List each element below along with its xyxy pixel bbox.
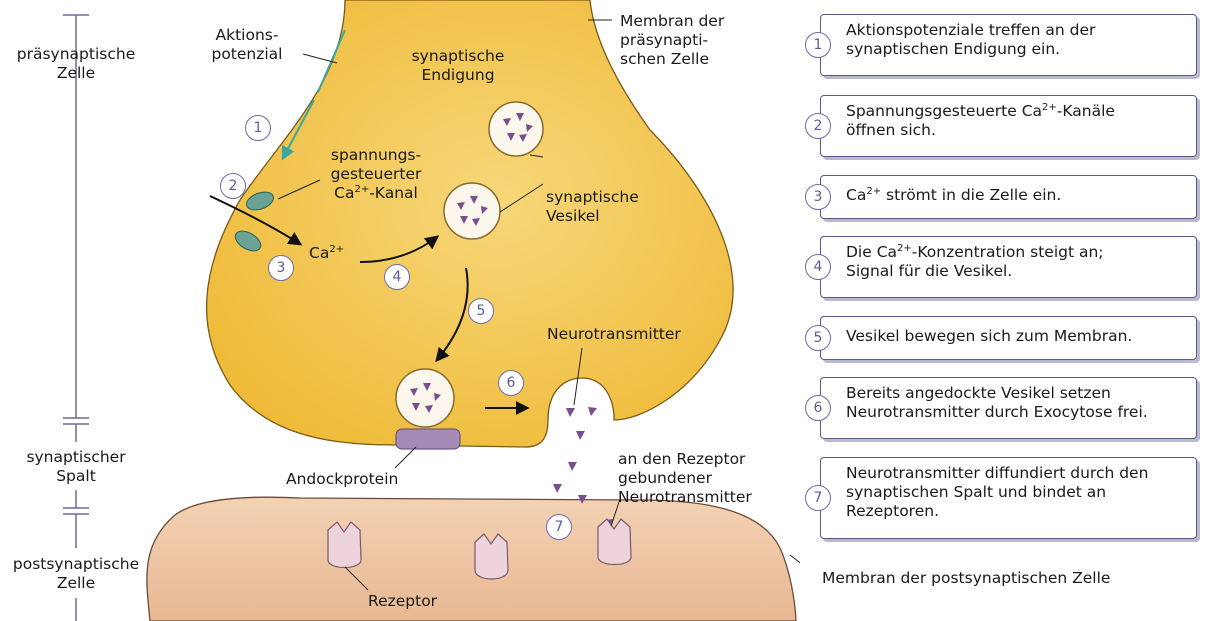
diagram-step-1: 1 bbox=[245, 115, 271, 141]
receptor-label: Rezeptor bbox=[368, 592, 437, 611]
postsynaptic-membrane-label: Membran der postsynaptischen Zelle bbox=[822, 569, 1110, 588]
diagram-step-4: 4 bbox=[384, 264, 410, 290]
calcium-ion-label: Ca2+ bbox=[309, 244, 344, 263]
step-text: Spannungsgesteuerte Ca2+-Kanäle öffnen s… bbox=[846, 102, 1188, 140]
neurotransmitter-label: Neurotransmitter bbox=[547, 325, 681, 344]
step-text: Die Ca2+-Konzentration steigt an; Signal… bbox=[846, 243, 1188, 281]
synaptic-vesicle-middle bbox=[444, 183, 500, 239]
docked-vesicle bbox=[396, 369, 454, 427]
step-box-4: 4 Die Ca2+-Konzentration steigt an; Sign… bbox=[820, 236, 1197, 298]
step-number: 6 bbox=[805, 395, 831, 421]
diagram-step-7: 7 bbox=[546, 514, 572, 540]
step-number: 1 bbox=[805, 32, 831, 58]
step-number: 3 bbox=[805, 184, 831, 210]
step-number: 7 bbox=[805, 485, 831, 511]
docking-protein bbox=[396, 429, 460, 449]
step-number: 2 bbox=[805, 113, 831, 139]
synapse-diagram bbox=[0, 0, 800, 621]
diagram-step-3: 3 bbox=[268, 255, 294, 281]
step-box-2: 2 Spannungsgesteuerte Ca2+-Kanäle öffnen… bbox=[820, 95, 1197, 157]
postsynaptic-cell bbox=[147, 497, 796, 621]
calcium-channel-label: spannungs- gesteuerter Ca2+-Kanal bbox=[316, 146, 436, 203]
synaptic-vesicle-top bbox=[489, 102, 543, 156]
step-number: 5 bbox=[805, 325, 831, 351]
step-box-3: 3 Ca2+ strömt in die Zelle ein. bbox=[820, 175, 1197, 219]
step-box-5: 5 Vesikel bewegen sich zum Membran. bbox=[820, 316, 1197, 360]
region-scale-bar bbox=[63, 15, 89, 621]
action-potential-label: Aktions-potenzial bbox=[197, 26, 297, 64]
docking-protein-label: Andockprotein bbox=[286, 470, 398, 489]
step-box-7: 7 Neurotransmitter diffundiert durch den… bbox=[820, 457, 1197, 539]
step-text: Vesikel bewegen sich zum Membran. bbox=[846, 323, 1188, 346]
step-text: Ca2+ strömt in die Zelle ein. bbox=[846, 182, 1188, 205]
diagram-step-2: 2 bbox=[220, 173, 246, 199]
step-number: 4 bbox=[805, 254, 831, 280]
diagram-step-6: 6 bbox=[498, 370, 524, 396]
diagram-step-5: 5 bbox=[468, 298, 494, 324]
